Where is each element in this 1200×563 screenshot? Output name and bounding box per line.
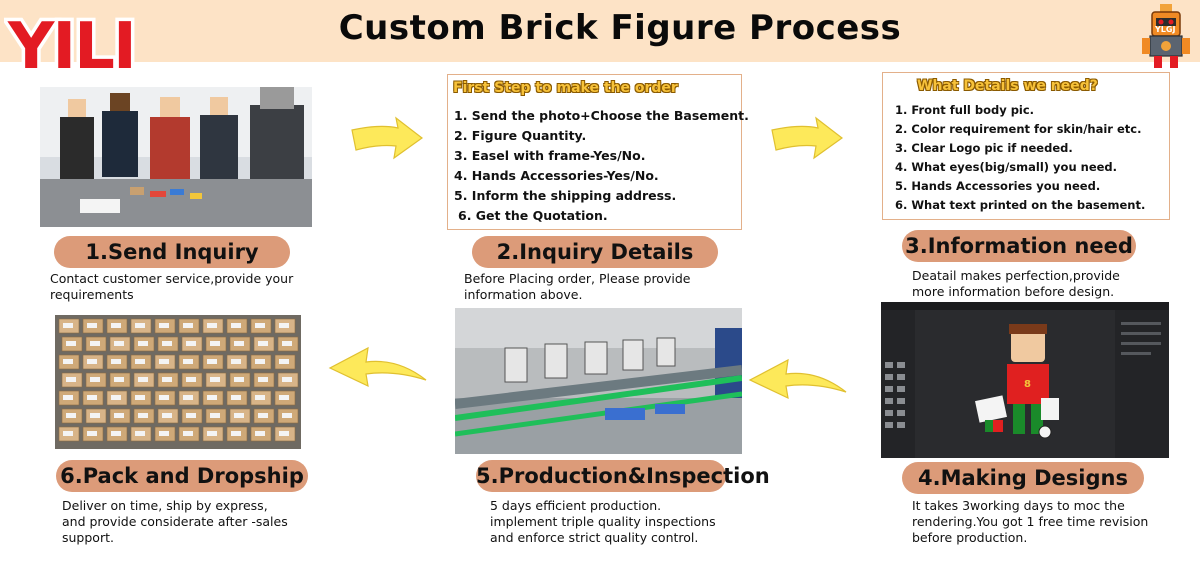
yili-logo: YILI: [4, 4, 166, 88]
list-item: 3. Easel with frame-Yes/No.: [454, 148, 646, 163]
description-line: support.: [62, 530, 114, 545]
robot-mascot-icon: YLGJ: [1138, 2, 1194, 72]
mascot-label: YLGJ: [1154, 25, 1175, 34]
step-2-title: 2.Inquiry Details: [472, 236, 718, 268]
arrow-right-icon: [350, 116, 424, 162]
description-line: Before Placing order, Please provide: [464, 271, 691, 286]
step-4-description: It takes 3working days to moc the render…: [912, 498, 1148, 546]
arrow-left-icon: [748, 352, 848, 402]
list-item: 2. Color requirement for skin/hair etc.: [895, 122, 1142, 136]
details-panel-title: What Details we need?: [917, 78, 1098, 94]
list-item: 2. Figure Quantity.: [454, 128, 587, 143]
order-steps-panel: First Step to make the order 1. Send the…: [447, 74, 749, 230]
description-line: 5 days efficient production.: [490, 498, 662, 513]
description-line: more information before design.: [912, 284, 1115, 299]
step-5-title: 5.Production&Inspection: [476, 460, 770, 492]
design-software-screenshot: 8: [881, 302, 1169, 458]
description-line: rendering.You got 1 free time revision: [912, 514, 1149, 529]
list-item: 6. What text printed on the basement.: [895, 198, 1146, 212]
order-steps-list: 1. Send the photo+Choose the Basement. 2…: [454, 108, 749, 223]
arrow-left-icon: [328, 340, 428, 390]
description-line: information above.: [464, 287, 583, 302]
step-1-description: Contact customer service,provide your re…: [50, 271, 293, 303]
meeting-photo: [40, 87, 312, 227]
list-item: 6. Get the Quotation.: [458, 208, 608, 223]
details-list: 1. Front full body pic. 2. Color require…: [895, 103, 1145, 212]
step-1-title: 1.Send Inquiry: [54, 236, 290, 268]
step-6-title: 6.Pack and Dropship: [56, 460, 308, 492]
description-line: implement triple quality inspections: [490, 514, 716, 529]
packed-boxes-photo: [55, 315, 301, 449]
step-2-description: Before Placing order, Please provide inf…: [464, 271, 690, 303]
logo-text: YILI: [7, 10, 135, 80]
step-3-description: Deatail makes perfection,provide more in…: [912, 268, 1120, 300]
header-band: [0, 0, 1200, 62]
description-line: It takes 3working days to moc the: [912, 498, 1125, 513]
list-item: 1. Front full body pic.: [895, 103, 1035, 117]
description-line: before production.: [912, 530, 1028, 545]
step-5-description: 5 days efficient production. implement t…: [490, 498, 716, 546]
description-line: and enforce strict quality control.: [490, 530, 699, 545]
description-line: Contact customer service,provide your: [50, 271, 294, 286]
description-line: Deliver on time, ship by express,: [62, 498, 268, 513]
production-line-photo: [455, 308, 742, 454]
list-item: 4. Hands Accessories-Yes/No.: [454, 168, 659, 183]
list-item: 5. Inform the shipping address.: [454, 188, 677, 203]
list-item: 1. Send the photo+Choose the Basement.: [454, 108, 749, 123]
list-item: 3. Clear Logo pic if needed.: [895, 141, 1073, 155]
order-panel-title: First Step to make the order: [453, 80, 678, 96]
svg-text:8: 8: [1024, 379, 1031, 390]
description-line: requirements: [50, 287, 134, 302]
step-6-description: Deliver on time, ship by express, and pr…: [62, 498, 288, 546]
list-item: 4. What eyes(big/small) you need.: [895, 160, 1118, 174]
description-line: Deatail makes perfection,provide: [912, 268, 1120, 283]
step-3-title: 3.Information need: [902, 230, 1136, 262]
details-needed-panel: What Details we need? 1. Front full body…: [882, 72, 1170, 220]
step-4-title: 4.Making Designs: [902, 462, 1144, 494]
page-title: Custom Brick Figure Process: [338, 8, 902, 48]
list-item: 5. Hands Accessories you need.: [895, 179, 1101, 193]
description-line: and provide considerate after -sales: [62, 514, 288, 529]
arrow-right-icon: [770, 116, 844, 162]
